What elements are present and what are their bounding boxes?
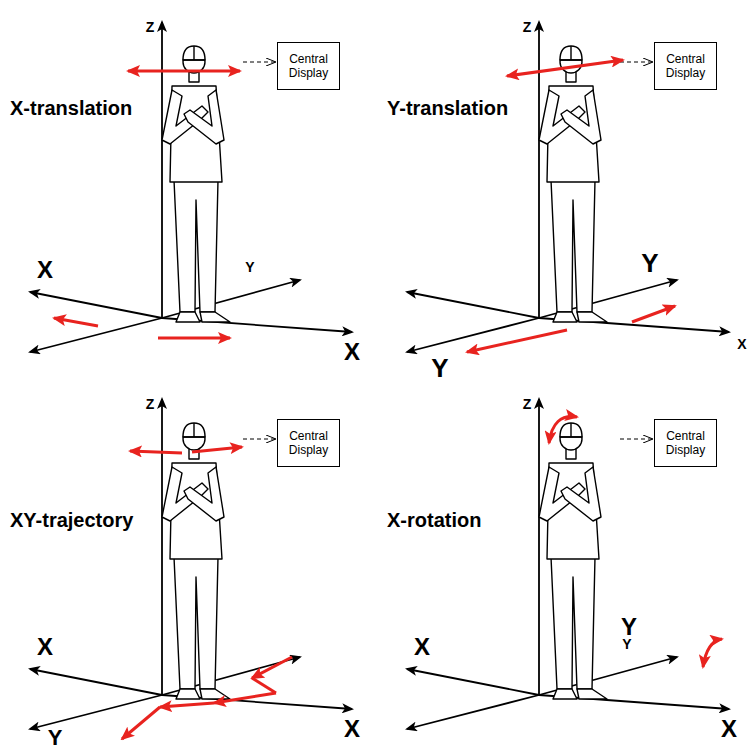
panel-title: X-rotation [387,509,481,531]
axis-label: X [37,634,53,660]
axis-label: Z [146,20,155,35]
panel-title: XY-trajectory [10,509,133,531]
xy-trajectory-panel [30,399,352,739]
axis-label: X [721,716,737,742]
axis-label: Z [523,20,532,35]
axis-label: Y [622,637,631,652]
axis-label: Z [146,397,155,412]
central-display-box: Central Display [277,419,340,467]
y-translation-panel [407,22,729,352]
central-display-box: Central Display [654,419,717,467]
central-display-box: Central Display [277,42,340,90]
x-rotation-panel [407,399,729,729]
axis-label: X [37,257,53,283]
display-label: Central Display [282,52,335,81]
display-label: Central Display [659,429,712,458]
axis-label: Y [621,614,637,640]
axis-label: Z [523,397,532,412]
axis-label: Y [431,354,448,383]
axis-label: X [737,337,746,352]
axis-label: Y [641,249,658,278]
axis-label: X [344,716,360,742]
central-display-box: Central Display [654,42,717,90]
display-label: Central Display [282,429,335,458]
axis-label: Y [245,260,254,275]
panel-title: X-translation [10,97,132,119]
panel-title: Y-translation [387,97,508,119]
axis-label: Y [48,726,63,750]
axis-label: X [344,339,360,365]
axis-label: X [414,634,430,660]
x-translation-panel [30,22,352,352]
display-label: Central Display [659,52,712,81]
